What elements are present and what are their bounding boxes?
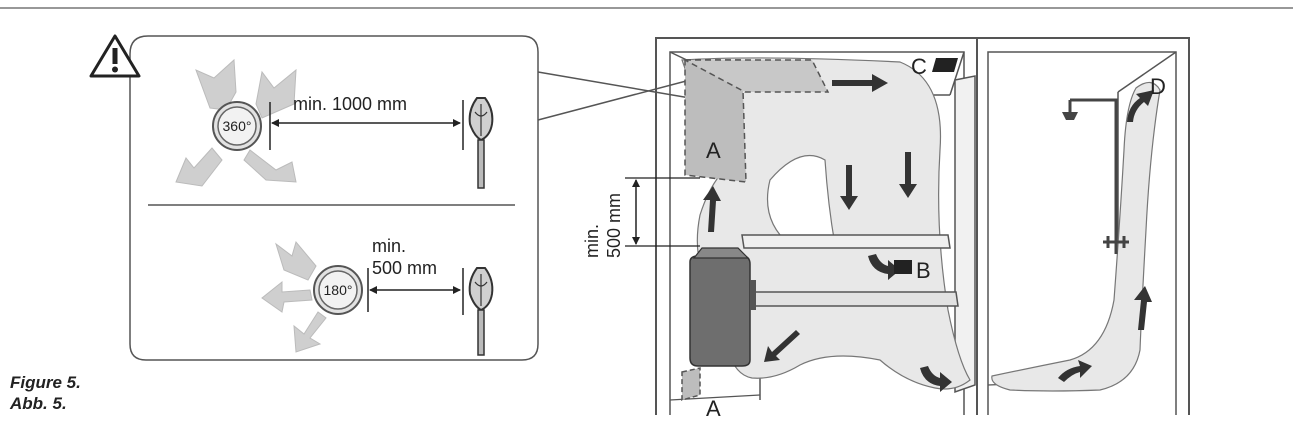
distance-1000-label: min. 1000 mm bbox=[293, 94, 407, 114]
distance-500-label-line2: 500 mm bbox=[372, 258, 437, 278]
figure-caption-en: Figure 5. bbox=[10, 373, 81, 392]
bench-lower bbox=[749, 291, 959, 307]
fan-360-icon: 360° bbox=[175, 58, 297, 187]
sensor-icon bbox=[468, 267, 494, 356]
vent-a-bottom bbox=[681, 367, 701, 401]
label-c: C bbox=[911, 54, 927, 79]
vent-a-top bbox=[684, 59, 747, 183]
vent-c bbox=[932, 58, 958, 72]
label-d: D bbox=[1150, 74, 1166, 99]
shower-icon bbox=[1062, 98, 1129, 254]
airflow-shower bbox=[991, 81, 1161, 392]
distance-500-label-line1: min. bbox=[372, 236, 406, 256]
label-b: B bbox=[916, 258, 931, 283]
vertical-dimension: min. 500 mm bbox=[582, 177, 700, 258]
airflow-arrow-icon bbox=[703, 74, 952, 392]
vent-b bbox=[894, 260, 912, 274]
fan-180-icon: 180° bbox=[261, 240, 363, 353]
warning-triangle-icon bbox=[89, 34, 141, 78]
sensor-icon bbox=[468, 97, 494, 189]
vertical-distance-label-line2: 500 mm bbox=[604, 193, 624, 258]
label-a-bottom: A bbox=[706, 396, 721, 421]
angle-180-label: 180° bbox=[324, 282, 353, 298]
vertical-distance-label-line1: min. bbox=[582, 224, 602, 258]
airflow-arrow-icon bbox=[1058, 90, 1154, 382]
heater-icon bbox=[689, 247, 756, 367]
figure-caption-de: Abb. 5. bbox=[10, 394, 67, 413]
label-a-top: A bbox=[706, 138, 721, 163]
bench-upper bbox=[741, 234, 951, 249]
angle-360-label: 360° bbox=[223, 118, 252, 134]
